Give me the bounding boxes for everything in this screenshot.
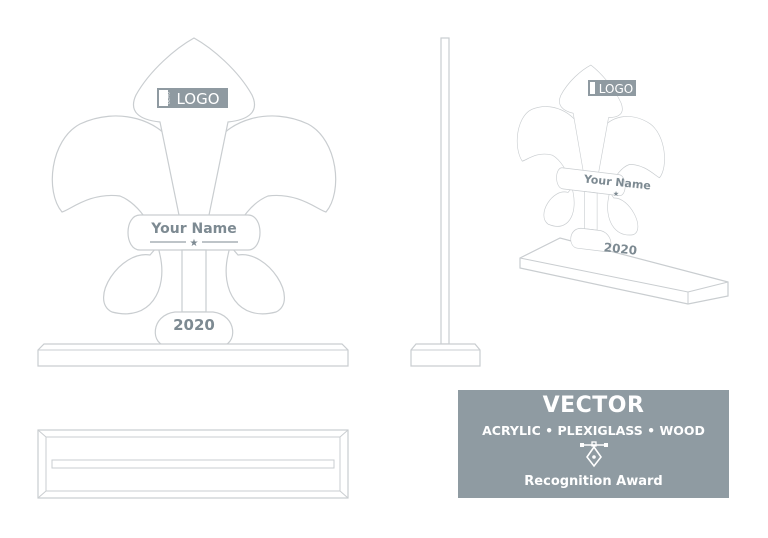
persp-star: ★ [613, 190, 619, 198]
front-logo-text: LOGO [176, 90, 219, 108]
info-panel: VECTOR ACRYLIC • PLEXIGLASS • WOOD Recog… [458, 390, 729, 498]
front-logo-small: DEMO [166, 92, 171, 104]
front-year: 2020 [173, 316, 215, 334]
side-view [410, 37, 481, 367]
panel-materials: ACRYLIC • PLEXIGLASS • WOOD [482, 423, 705, 438]
persp-logo-text: LOGO [599, 82, 633, 96]
front-logo-box [157, 88, 228, 108]
vector-pen-icon [580, 441, 608, 468]
panel-caption: Recognition Award [524, 474, 663, 489]
persp-year: 2020 [603, 240, 638, 257]
perspective-view: LOGO Your Name ★ 2020 [516, 55, 729, 305]
front-name: Your Name [150, 221, 236, 237]
front-star: ★ [190, 238, 199, 249]
persp-logo-box [588, 80, 636, 96]
front-view: DEMO LOGO Your Name ★ 2020 [37, 37, 349, 367]
panel-title: VECTOR [542, 393, 645, 418]
top-view [37, 429, 349, 499]
